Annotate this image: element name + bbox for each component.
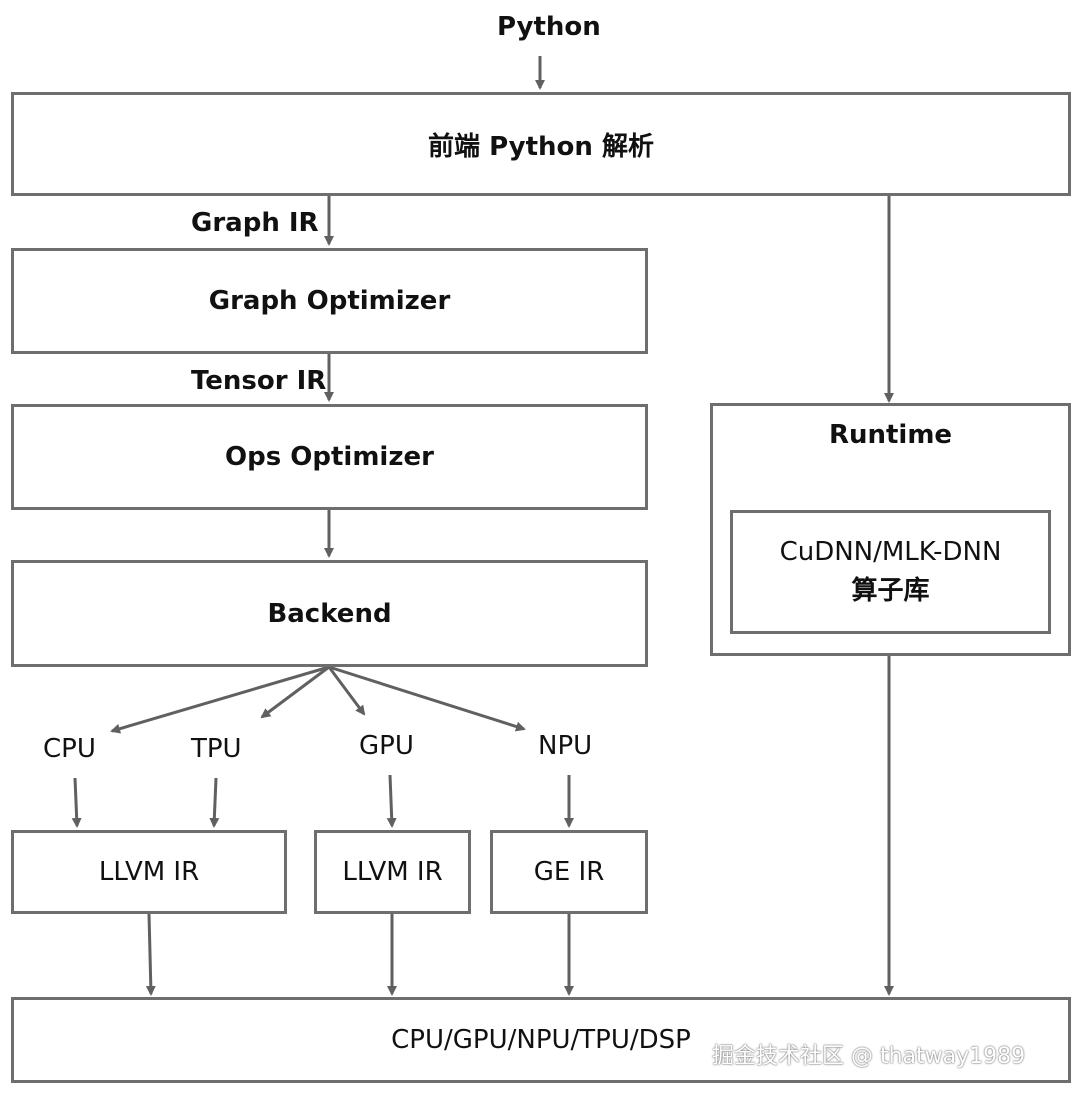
hardware-label: CPU/GPU/NPU/TPU/DSP xyxy=(391,1025,691,1055)
arrow-tpu-to-llvm xyxy=(209,777,220,828)
python-input-label: Python xyxy=(497,12,601,42)
graph-optimizer-label: Graph Optimizer xyxy=(208,286,451,316)
llvm-ir-box-cpu-tpu: LLVM IR xyxy=(11,830,287,914)
backend-label: Backend xyxy=(267,598,392,629)
ops-optimizer-label: Ops Optimizer xyxy=(225,442,434,472)
operator-library-box: CuDNN/MLK-DNN 算子库 xyxy=(730,510,1051,634)
frontend-box: 前端 Python 解析 xyxy=(11,92,1071,196)
device-label-tpu: TPU xyxy=(191,734,242,764)
device-label-gpu: GPU xyxy=(359,731,414,761)
ge-ir-label: GE IR xyxy=(533,857,605,887)
watermark: 掘金技术社区 @ thatway1989 xyxy=(712,1044,1026,1069)
graph-ir-label: Graph IR xyxy=(191,208,319,238)
arrow-gpu-to-llvm xyxy=(386,774,397,828)
operator-library-line1: CuDNN/MLK-DNN xyxy=(779,537,1002,567)
device-label-cpu: CPU xyxy=(43,734,96,764)
arrow-backend-to-cpu xyxy=(110,665,330,734)
device-label-npu: NPU xyxy=(538,731,593,761)
llvm-ir-box-gpu: LLVM IR xyxy=(314,830,471,914)
ge-ir-box: GE IR xyxy=(490,830,648,914)
arrow-backend-to-npu xyxy=(328,665,526,732)
ops-optimizer-box: Ops Optimizer xyxy=(11,404,648,510)
arrow-cpu-to-llvm xyxy=(71,777,82,828)
operator-library-line2: 算子库 xyxy=(851,576,930,606)
graph-optimizer-box: Graph Optimizer xyxy=(11,248,648,354)
arrow-backend-to-gpu xyxy=(327,666,366,716)
llvm-ir-label-cpu-tpu: LLVM IR xyxy=(98,857,200,887)
frontend-label: 前端 Python 解析 xyxy=(428,131,654,162)
runtime-title: Runtime xyxy=(828,420,953,450)
tensor-ir-label: Tensor IR xyxy=(191,366,327,396)
hardware-box: CPU/GPU/NPU/TPU/DSP xyxy=(11,997,1071,1083)
arrow-backend-to-tpu xyxy=(260,665,330,719)
backend-box: Backend xyxy=(11,560,648,667)
llvm-ir-label-gpu: LLVM IR xyxy=(342,857,443,887)
arrow-llvm-to-hardware xyxy=(145,913,156,996)
